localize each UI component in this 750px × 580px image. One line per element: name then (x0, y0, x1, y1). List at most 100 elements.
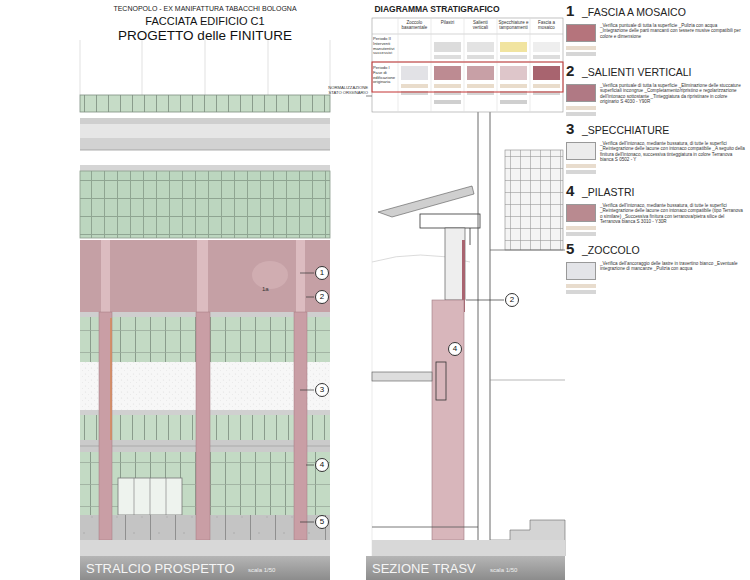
legend-number: 3 (566, 120, 580, 137)
drawing-part (432, 300, 464, 540)
legend-swatch (566, 142, 596, 160)
drawing-part (467, 42, 494, 52)
legend-body: _Verifica dell'ancoraggio delle lastre i… (600, 261, 745, 272)
drawing-part (434, 100, 461, 104)
drawing-part (533, 66, 560, 80)
facade-elevation (80, 40, 330, 580)
drawing-part (80, 138, 330, 150)
drawing-part (372, 120, 373, 556)
drawing-part (80, 150, 330, 151)
legend-chips (566, 46, 596, 294)
drawing-part (166, 478, 167, 515)
drawing-part (296, 240, 305, 312)
drawing-part (372, 527, 478, 528)
drawing-part (490, 250, 565, 251)
drawing-part (401, 84, 560, 88)
callout-number: 2 (320, 293, 324, 301)
drawing-part (434, 55, 461, 59)
table-header: Pilastri (432, 20, 463, 25)
drawing-part (118, 478, 182, 515)
drawing-part (366, 556, 565, 580)
callout-number: 3 (320, 386, 324, 394)
callout-bubble: 3 (315, 383, 329, 397)
drawing-part (500, 66, 527, 80)
table-header: Zoccolo basamentale (399, 20, 430, 30)
drawing-part (80, 556, 330, 580)
drawing-part (566, 52, 596, 56)
view-caption: STRALCIO PROSPETTO (86, 562, 246, 577)
drawing-part (431, 18, 432, 112)
drawing-part (300, 273, 314, 274)
table-header: Salienti verticali (465, 20, 496, 30)
drawing-part (490, 110, 491, 556)
drawing-part (80, 240, 330, 312)
drawing-part (464, 18, 465, 112)
callout-number: 4 (320, 461, 324, 469)
drawing-part (300, 390, 314, 391)
drawing-part (197, 240, 208, 312)
legend-number: 2 (566, 62, 580, 79)
drawing-part (134, 478, 135, 515)
drawing-part (150, 478, 151, 515)
callout-bubble: 4 (448, 342, 462, 356)
legend-heading: _FASCIA A MOSAICO (582, 6, 747, 18)
project-name: TECNOPOLO - EX MANIFATTURA TABACCHI BOLO… (80, 5, 330, 13)
drawing-part (205, 40, 206, 95)
legend-heading: _SPECCHIATURE (582, 124, 747, 136)
drawing-part (372, 540, 565, 556)
cross-section (366, 110, 565, 580)
area-tag: 1a (262, 286, 276, 293)
legend-body: _Verifica dell'intonaco, mediante bussat… (600, 141, 745, 162)
callout-number: 5 (320, 518, 324, 526)
table-header: Specchiature e tamponamenti (498, 20, 529, 30)
table-header: Fascia a mosaico (531, 20, 562, 30)
callout-bubble: 5 (315, 515, 329, 529)
drawing-part (434, 55, 560, 59)
drawing-part (196, 312, 210, 540)
drawing-part (566, 290, 596, 294)
drawing-part (401, 66, 428, 80)
drawing-part (420, 214, 480, 228)
drawing-part (252, 261, 288, 289)
drawing-part (470, 228, 471, 245)
drawing-part (566, 226, 596, 230)
callout-number: 1 (320, 269, 324, 277)
legend-body: _Verifica puntuale di tutta la superfici… (600, 83, 745, 104)
drawing-part (467, 66, 494, 80)
drawing-part (566, 112, 596, 116)
drawing-part (436, 362, 446, 400)
drawing-part (434, 100, 527, 104)
legend-body: _Verifica puntuale di tutta la superfici… (600, 23, 745, 39)
drawing-part (530, 18, 531, 112)
scale-note: scala 1/50 (248, 567, 288, 574)
drawing-part (294, 312, 307, 540)
drawing-part (466, 300, 504, 301)
table-title: DIAGRAMMA STRATIGRAFICO (365, 5, 509, 15)
drawing-part (500, 84, 527, 88)
drawing-part (500, 100, 527, 104)
legend-heading: _ZOCCOLO (582, 244, 747, 256)
drawing-part (467, 55, 494, 59)
drawing-part (300, 522, 314, 523)
drawing-part (566, 164, 596, 168)
drawing-part (80, 40, 330, 95)
drawing-part (372, 62, 563, 92)
drawing-part (378, 186, 474, 217)
legend-heading: _SALIENTI VERTICALI (582, 66, 747, 78)
table-row-label: Periodo II Interventi manutentivi succes… (373, 37, 398, 56)
drawing-part (80, 95, 330, 112)
drawing-part (566, 284, 596, 288)
drawing-part (366, 96, 372, 97)
legend-number: 5 (566, 240, 580, 257)
drawing-part (372, 18, 563, 112)
drawing-part (398, 18, 530, 112)
drawing-part (566, 170, 596, 174)
drawing-part (99, 312, 112, 540)
drawing-part (306, 465, 314, 466)
callout-number: 4 (453, 345, 457, 353)
drawing-part (533, 55, 560, 59)
legend-swatch (566, 84, 596, 102)
drawing-part (401, 84, 428, 88)
drawing-part (372, 34, 563, 35)
